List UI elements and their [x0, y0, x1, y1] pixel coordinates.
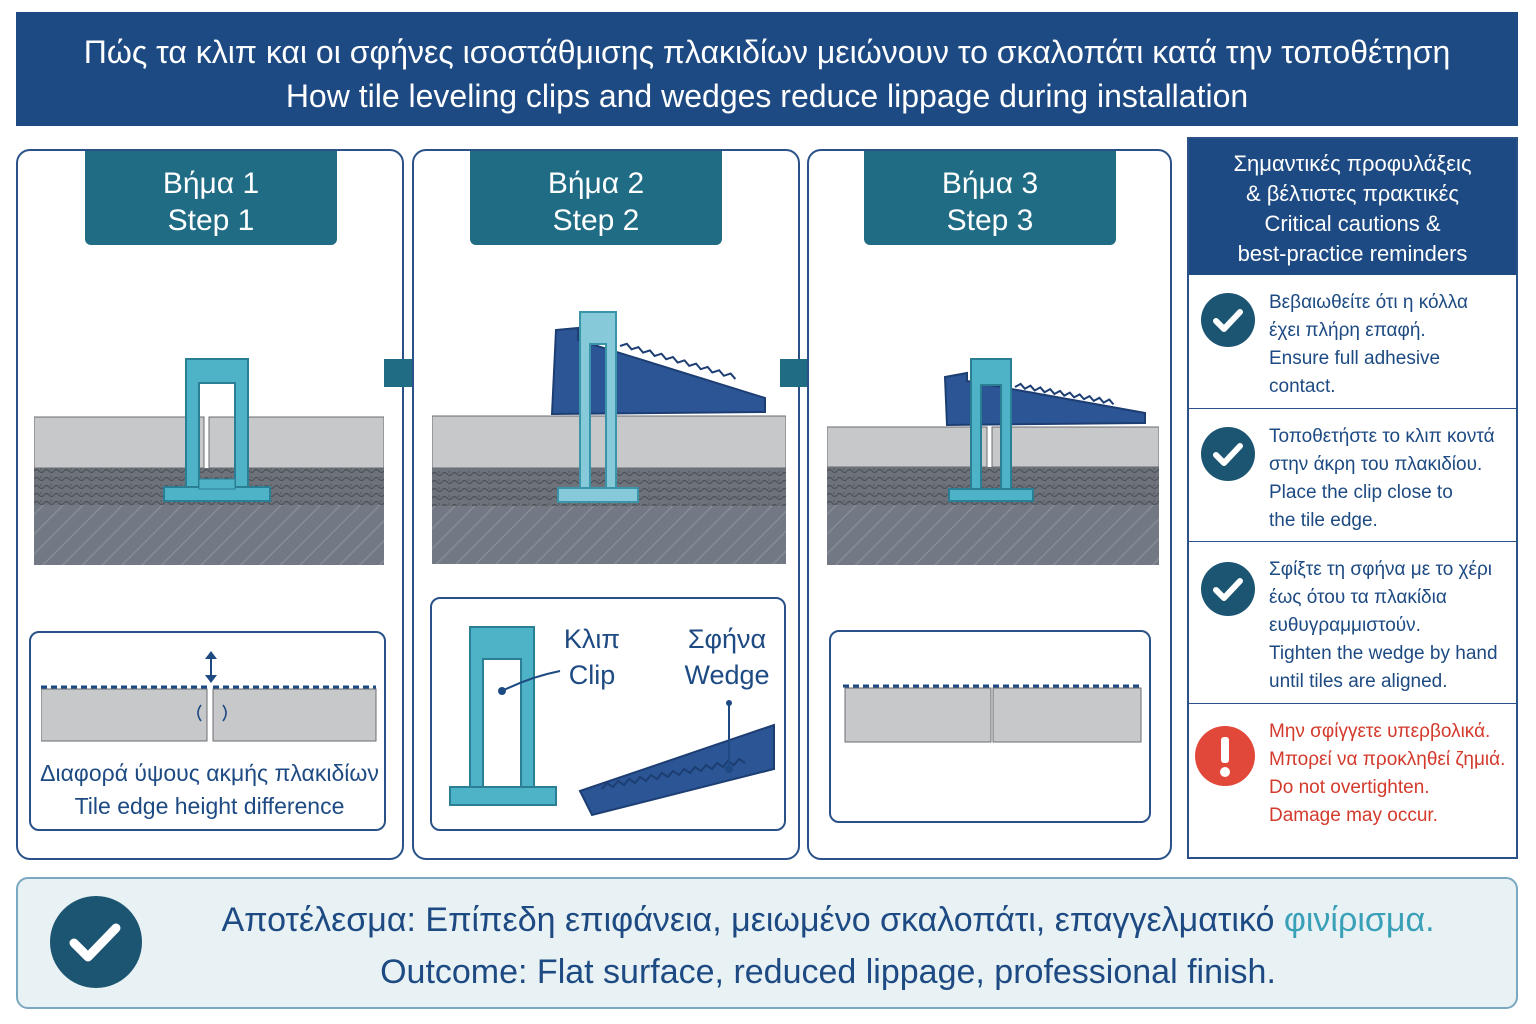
- step-3-label-english: Step 3: [946, 204, 1034, 237]
- step-1-caption-english: Tile edge height difference: [74, 793, 345, 819]
- tip-tighten-wedge: Σφίξτε τη σφήνα με το χέρι έως ότου τα π…: [1189, 541, 1516, 703]
- wedge-detail-shape: [578, 723, 775, 817]
- step-2-label-english: Step 2: [552, 204, 640, 237]
- tile-left: [432, 415, 608, 469]
- tip-line: ευθυγραμμιστούν.: [1269, 615, 1421, 636]
- warning-line: Μπορεί να προκληθεί ζημιά.: [1269, 749, 1506, 770]
- sidebar-title-line: & βέλτιστες πρακτικές: [1245, 181, 1460, 206]
- step-2-detail-box: Κλιπ Clip Σφήνα Wedge: [430, 597, 786, 831]
- height-difference-arrow-icon: [205, 651, 217, 683]
- title-english: How tile leveling clips and wedges reduc…: [285, 78, 1249, 114]
- tip-line: στην άκρη του πλακιδίου.: [1269, 454, 1483, 475]
- step-2-illustration: [432, 311, 786, 564]
- substrate: [827, 505, 1159, 565]
- clip-shape: [557, 311, 639, 503]
- step-1-tab: Βήμα 1 Step 1: [85, 151, 337, 245]
- check-icon: [1201, 427, 1255, 481]
- outcome-greek: Αποτέλεσμα: Επίπεδη επιφάνεια, μειωμένο …: [148, 901, 1508, 940]
- flat-tiles-detail-illustration: [843, 684, 1143, 743]
- outcome-greek-main: Αποτέλεσμα: Επίπεδη επιφάνεια, μειωμένο …: [221, 901, 1275, 939]
- tip-line: Ensure full adhesive: [1269, 348, 1441, 369]
- sidebar-title-line: best-practice reminders: [1237, 241, 1468, 266]
- step-1-detail-box: Διαφορά ύψους ακμής πλακιδίων Tile edge …: [29, 631, 386, 831]
- outcome-greek-accent: φινίρισμα.: [1283, 901, 1435, 939]
- step-1-illustration: [34, 358, 384, 565]
- tile-right: [991, 426, 1159, 468]
- tip-overtighten-warning: Μην σφίγγετε υπερβολικά. Μπορεί να προκλ…: [1189, 703, 1516, 857]
- tip-clip-placement: Τοποθετήστε το κλιπ κοντά στην άκρη του …: [1189, 408, 1516, 541]
- clip-detail-shape: [449, 626, 557, 806]
- clip-shape: [948, 358, 1034, 502]
- tile-left: [827, 426, 988, 468]
- clip-wedge-detail-illustration: [449, 626, 775, 817]
- check-icon: [1201, 562, 1255, 616]
- sidebar-title-line: Critical cautions &: [1264, 211, 1441, 236]
- wedge-shape: [943, 371, 1146, 427]
- tip-line: έχει πλήρη επαφή.: [1269, 320, 1426, 341]
- tip-line: Βεβαιωθείτε ότι η κόλλα: [1269, 292, 1468, 313]
- header-banner: Πώς τα κλιπ και οι σφήνες ισοστάθμισης π…: [16, 12, 1518, 126]
- tip-line: Place the clip close to: [1269, 482, 1453, 503]
- warning-icon: [1195, 726, 1255, 786]
- clip-label-english: Clip: [568, 660, 616, 690]
- step-1-label-english: Step 1: [167, 204, 255, 237]
- sidebar-title-line: Σημαντικές προφυλάξεις: [1233, 151, 1472, 176]
- step-3-label-greek: Βήμα 3: [941, 167, 1039, 200]
- tile-right: [611, 415, 786, 469]
- step-2-tab: Βήμα 2 Step 2: [470, 151, 722, 245]
- tip-line: contact.: [1269, 376, 1336, 397]
- tip-adhesive-contact: Βεβαιωθείτε ότι η κόλλα έχει πλήρη επαφή…: [1189, 275, 1516, 408]
- clip-shape: [163, 358, 271, 502]
- substrate: [34, 505, 384, 565]
- tip-line: until tiles are aligned.: [1269, 671, 1448, 692]
- sidebar-header: Σημαντικές προφυλάξεις & βέλτιστες πρακτ…: [1189, 139, 1516, 275]
- check-icon: [50, 896, 142, 988]
- wedge-label-english: Wedge: [684, 660, 770, 690]
- step-1-label-greek: Βήμα 1: [162, 167, 260, 200]
- tip-line: Τοποθετήστε το κλιπ κοντά: [1269, 426, 1495, 447]
- step-2-label-greek: Βήμα 2: [547, 167, 645, 200]
- warning-line: Μην σφίγγετε υπερβολικά.: [1269, 721, 1491, 742]
- tip-line: έως ότου τα πλακίδια: [1269, 587, 1447, 608]
- title-greek: Πώς τα κλιπ και οι σφήνες ισοστάθμισης π…: [83, 34, 1451, 70]
- clip-label-greek: Κλιπ: [563, 624, 621, 654]
- warning-line: Do not overtighten.: [1269, 777, 1430, 798]
- step-3-tab: Βήμα 3 Step 3: [864, 151, 1116, 245]
- warning-line: Damage may occur.: [1269, 805, 1438, 826]
- cautions-sidebar: Σημαντικές προφυλάξεις & βέλτιστες πρακτ…: [1187, 137, 1518, 859]
- tip-line: Tighten the wedge by hand: [1269, 643, 1498, 664]
- step-3-detail-box: [829, 630, 1151, 823]
- step-3-illustration: [827, 358, 1159, 565]
- outcome-english: Outcome: Flat surface, reduced lippage, …: [380, 953, 1276, 991]
- tip-line: the tile edge.: [1269, 510, 1378, 531]
- step-1-caption-greek: Διαφορά ύψους ακμής πλακιδίων: [40, 760, 379, 786]
- substrate: [432, 506, 786, 564]
- lippage-detail-illustration: [41, 651, 377, 742]
- tip-line: Σφίξτε τη σφήνα με το χέρι: [1269, 559, 1493, 580]
- check-icon: [1201, 293, 1255, 347]
- tile-left: [34, 416, 205, 469]
- wedge-label-greek: Σφήνα: [687, 624, 767, 654]
- outcome-banner: Αποτέλεσμα: Επίπεδη επιφάνεια, μειωμένο …: [16, 877, 1518, 1009]
